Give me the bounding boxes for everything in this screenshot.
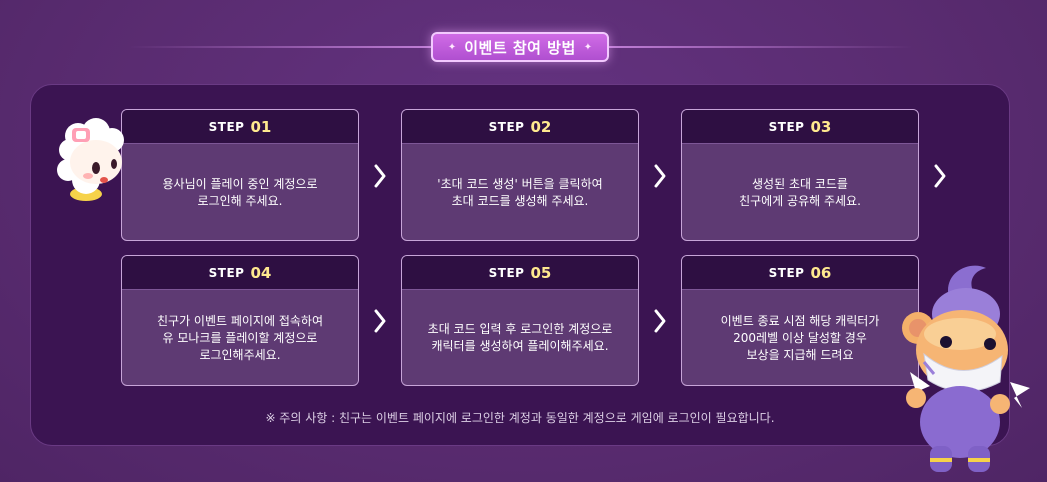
step-number: 06 (810, 263, 832, 282)
step-number: 04 (250, 263, 272, 282)
step-card-05: STEP 05 초대 코드 입력 후 로그인한 계정으로 캐릭터를 생성하여 플… (401, 255, 639, 386)
title-divider-right (609, 46, 913, 48)
step-number: 05 (530, 263, 552, 282)
step-description: 생성된 초대 코드를 친구에게 공유해 주세요. (739, 176, 861, 208)
step-number: 02 (530, 117, 552, 136)
step-description: 용사님이 플레이 중인 계정으로 로그인해 주세요. (162, 176, 318, 208)
step-label: STEP (208, 119, 245, 134)
step-description: 이벤트 종료 시점 해당 캐릭터가 200레벨 이상 달성할 경우 보상을 지급… (720, 313, 880, 362)
title-divider-left (128, 46, 432, 48)
step-label: STEP (208, 265, 245, 280)
step-description: '초대 코드 생성' 버튼을 클릭하여 초대 코드를 생성해 주세요. (437, 176, 603, 208)
step-description: 친구가 이벤트 페이지에 접속하여 유 모나크를 플레이할 계정으로 로그인해주… (156, 313, 323, 362)
section-title-badge: ✦ 이벤트 참여 방법 ✦ (431, 32, 609, 62)
step-header: STEP 03 (682, 110, 918, 144)
chevron-right-icon (654, 309, 666, 333)
step-header: STEP 02 (402, 110, 638, 144)
step-card-02: STEP 02 '초대 코드 생성' 버튼을 클릭하여 초대 코드를 생성해 주… (401, 109, 639, 241)
step-header: STEP 05 (402, 256, 638, 290)
sparkle-icon: ✦ (447, 41, 457, 53)
step-description: 초대 코드 입력 후 로그인한 계정으로 캐릭터를 생성하여 플레이해주세요. (427, 322, 613, 353)
chevron-right-icon (374, 309, 386, 333)
monkey-mascot-icon (902, 265, 1030, 472)
step-label: STEP (488, 119, 525, 134)
step-number: 01 (250, 117, 272, 136)
step-card-04: STEP 04 친구가 이벤트 페이지에 접속하여 유 모나크를 플레이할 계정… (121, 255, 359, 386)
step-header: STEP 04 (122, 256, 358, 290)
sparkle-icon: ✦ (583, 41, 593, 53)
step-label: STEP (768, 119, 805, 134)
section-title: 이벤트 참여 방법 (464, 38, 576, 57)
step-label: STEP (768, 265, 805, 280)
chevron-right-icon (934, 164, 946, 188)
step-number: 03 (810, 117, 832, 136)
chevron-right-icon (374, 164, 386, 188)
step-header: STEP 01 (122, 110, 358, 144)
step-card-03: STEP 03 생성된 초대 코드를 친구에게 공유해 주세요. (681, 109, 919, 241)
sheep-mascot-icon (57, 118, 124, 201)
step-card-01: STEP 01 용사님이 플레이 중인 계정으로 로그인해 주세요. (121, 109, 359, 241)
step-label: STEP (488, 265, 525, 280)
caution-note: ※ 주의 사항 : 친구는 이벤트 페이지에 로그인한 계정과 동일한 계정으로… (265, 411, 775, 425)
chevron-right-icon (654, 164, 666, 188)
step-header: STEP 06 (682, 256, 918, 290)
step-card-06: STEP 06 이벤트 종료 시점 해당 캐릭터가 200레벨 이상 달성할 경… (681, 255, 919, 386)
